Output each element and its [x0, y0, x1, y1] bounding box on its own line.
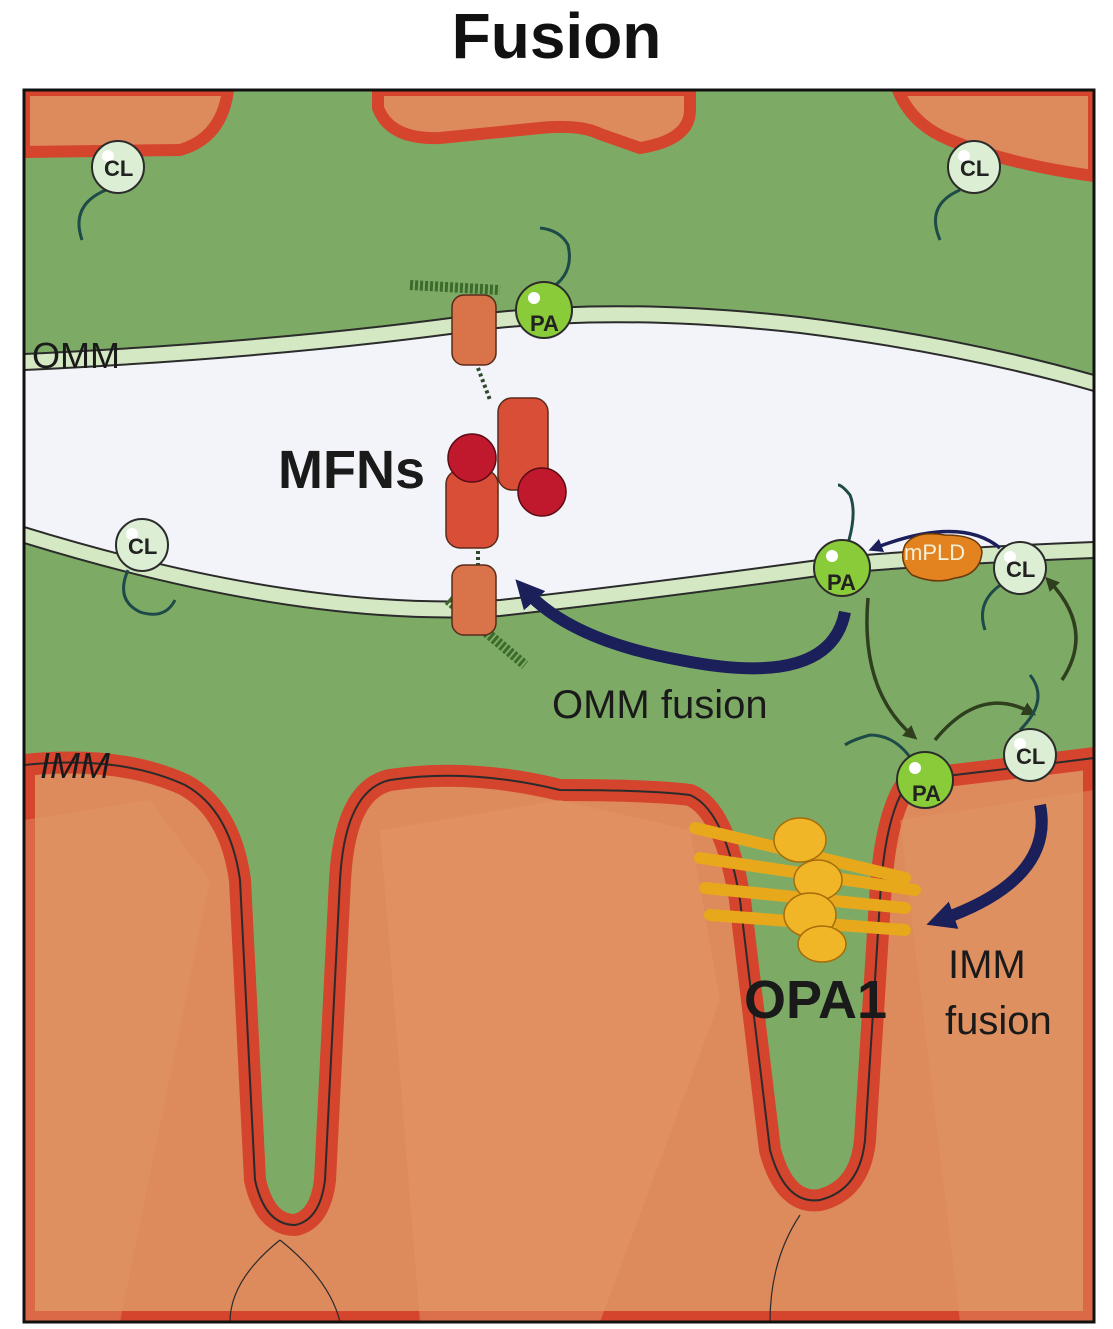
pa-lipid: PA [813, 539, 871, 597]
pa-lipid: PA [515, 281, 573, 339]
diagram-title: Fusion [451, 0, 662, 72]
cl-lipid: CL [1003, 728, 1057, 782]
imm-fusion-arrow [926, 803, 1048, 929]
lipid-tails [77, 188, 1040, 761]
cl-label: CL [128, 534, 157, 559]
imm-fusion-label-line2: fusion [945, 999, 1052, 1043]
cl-up-arrow [1045, 576, 1078, 681]
cl-lipid: CL [947, 140, 1001, 194]
opa1-label: OPA1 [744, 970, 887, 1030]
pa-label: PA [530, 311, 559, 336]
mfn-complex [409, 280, 567, 669]
omm-label: OMM [32, 335, 120, 376]
cl-label: CL [1006, 557, 1035, 582]
mpld-enzyme [901, 533, 983, 582]
imm-fusion-label-line1: IMM [948, 943, 1026, 987]
omm-fusion-arrow [515, 579, 851, 675]
cl-lipid: CL [91, 140, 145, 194]
cl-label: CL [1016, 744, 1045, 769]
imm-label: IMM [40, 745, 110, 786]
mpld-arrow [868, 529, 1002, 552]
pa-label: PA [827, 570, 856, 595]
opa1-complex [689, 817, 921, 963]
cl-label: CL [960, 156, 989, 181]
omm-fusion-label: OMM fusion [552, 683, 768, 727]
outer-membrane-gap [24, 314, 1094, 610]
cl-lipid: CL [115, 518, 169, 572]
mpld-label: mPLD [904, 540, 965, 565]
top-left-matrix [24, 90, 235, 159]
diagram-frame [22, 88, 1096, 1324]
cl-lipid: CL [993, 541, 1047, 595]
cl-label: CL [104, 156, 133, 181]
omm-upper-membrane [24, 306, 1094, 391]
pa-lipid: PA [896, 751, 954, 809]
top-middle-matrix [372, 90, 696, 155]
pa-label: PA [912, 781, 941, 806]
mfns-label: MFNs [278, 440, 425, 500]
pa-to-imm-arrow [865, 597, 918, 740]
pa-to-cl-arrow [933, 701, 1037, 742]
